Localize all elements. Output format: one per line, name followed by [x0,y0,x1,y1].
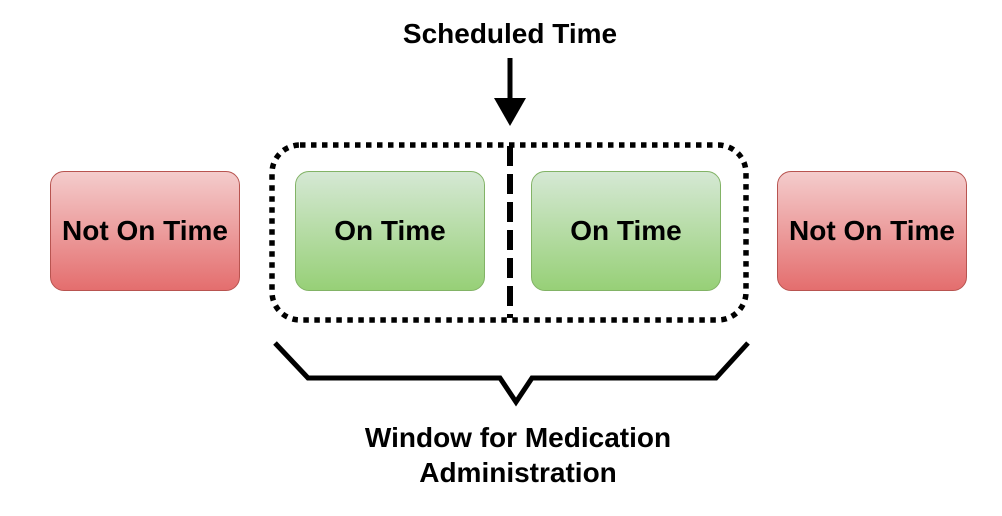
medication-window-frame [269,142,749,323]
not-on-time-box-right: Not On Time [777,171,967,291]
not-on-time-left-label: Not On Time [62,215,228,246]
not-on-time-box-left: Not On Time [50,171,240,291]
window-brace [273,341,750,407]
on-time-after-label: On Time [570,215,682,246]
window-label: Window for Medication Administration [364,422,672,488]
on-time-before-label: On Time [334,215,446,246]
not-on-time-right-label: Not On Time [789,215,955,246]
scheduled-time-label: Scheduled Time [402,18,618,49]
scheduled-time-arrow-head [494,98,526,126]
on-time-box-before: On Time [295,171,485,291]
on-time-box-after: On Time [531,171,721,291]
